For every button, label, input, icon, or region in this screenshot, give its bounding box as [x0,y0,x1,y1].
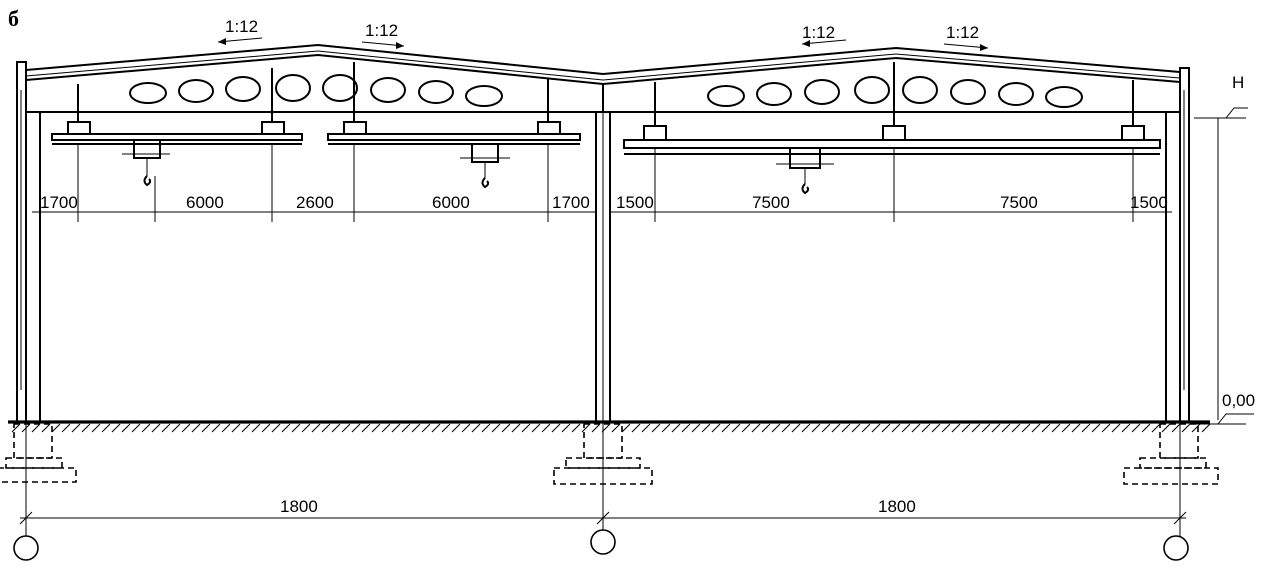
crane-left-b [327,62,581,189]
dimension-label: 1700 [552,193,590,212]
height-label: H [1232,73,1244,92]
roof-beam-right [603,76,1181,113]
axis-marker [590,529,616,555]
dimension-label: 1700 [40,193,78,212]
ground-line [8,420,1211,433]
roof-beam-left [25,74,604,113]
bay-dimension-label: 1800 [878,497,916,516]
foundation-middle [553,423,653,485]
dimension-label: 6000 [432,193,470,212]
slope-label: 1:12 [946,23,979,42]
dimension-label: 7500 [752,193,790,212]
foundation-left [0,423,77,483]
bay-dimensions: 1800 1800 [19,420,1187,540]
crane-right [623,62,1161,195]
level-label: 0,00 [1222,391,1255,410]
axis-marker [13,535,39,561]
crane-left-a [51,68,303,187]
level-mark: 0,00 [1194,391,1255,425]
column-right [1165,67,1190,423]
foundation-right [1123,423,1219,485]
span-left-dimensions: 1700 6000 2600 6000 1700 [32,144,596,222]
span-right-dimensions: 1500 7500 7500 1500 [610,148,1172,222]
dimension-label: 1500 [1130,193,1168,212]
figure-label: б [8,6,19,31]
column-middle [595,112,611,540]
roof-outline [25,43,1181,86]
height-mark: H [1194,73,1248,420]
bay-dimension-label: 1800 [280,497,318,516]
slope-marks: 1:12 1:12 1:12 1:12 [217,17,989,51]
axis-marker [1163,535,1189,561]
column-left [16,61,41,423]
dimension-label: 6000 [186,193,224,212]
slope-label: 1:12 [365,21,398,40]
slope-label: 1:12 [802,23,835,42]
slope-label: 1:12 [225,17,258,36]
dimension-label: 7500 [1000,193,1038,212]
dimension-label: 2600 [296,193,334,212]
dimension-label: 1500 [616,193,654,212]
